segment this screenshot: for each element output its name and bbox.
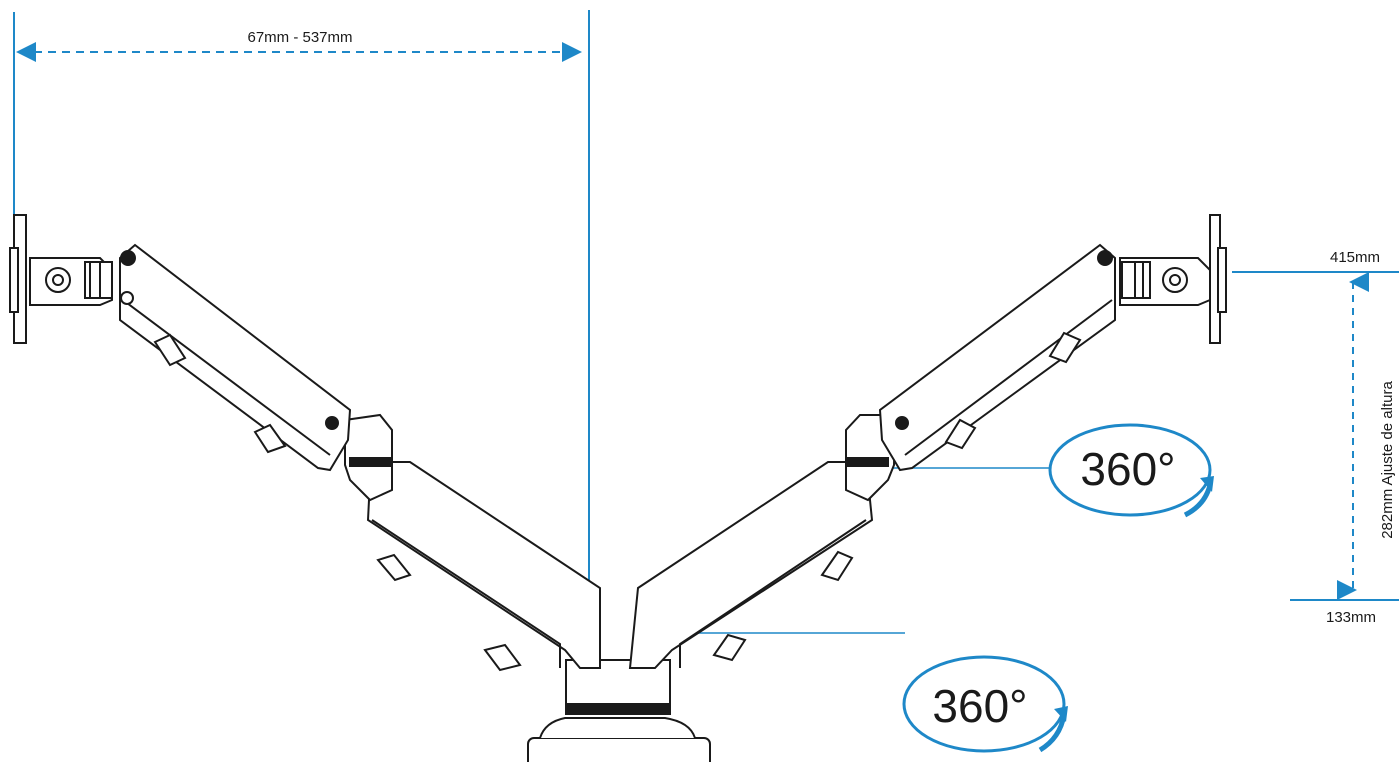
height-max-label: 415mm: [1330, 249, 1380, 266]
rotation-upper-label: 360°: [1080, 443, 1175, 495]
rotation-callout-upper: 360°: [860, 423, 1214, 518]
height-min-label: 133mm: [1326, 609, 1376, 626]
reach-label: 67mm - 537mm: [247, 29, 352, 46]
left-arm: [9, 214, 601, 672]
height-adjust-label: 282mm Ajuste de altura: [1379, 381, 1396, 539]
height-dimension: 415mm 133mm 282mm Ajuste de altura: [1232, 249, 1399, 626]
right-arm: [628, 214, 1227, 669]
rotation-lower-label: 360°: [932, 680, 1027, 732]
desk-base: [527, 659, 711, 767]
